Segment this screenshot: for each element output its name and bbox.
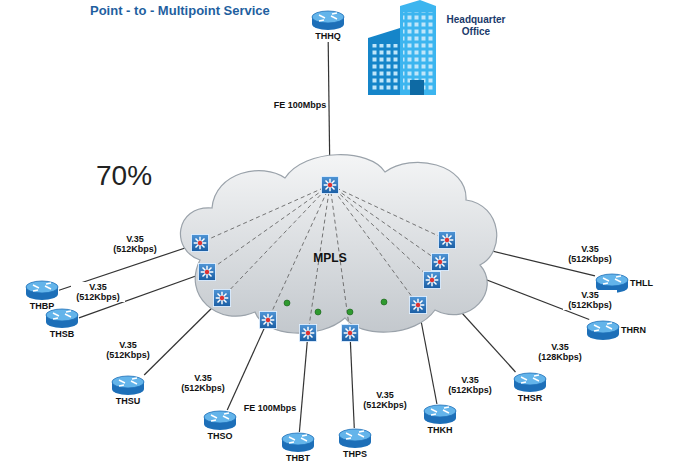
diagram-title: Point - to - Multipoint Service [90, 3, 270, 18]
headquarter-building [368, 0, 436, 95]
link-label: V.35 (512Kbps) [443, 375, 497, 395]
router-arrows [289, 435, 307, 443]
router-node: THRN [586, 320, 647, 341]
router-node: THBP [25, 280, 59, 312]
router-arrows [521, 375, 539, 383]
router-label: THSR [517, 393, 544, 404]
link-label: V.35 (128Kbps) [533, 342, 587, 362]
router-node: THSO [203, 410, 237, 442]
switch-icon [198, 263, 215, 280]
link-label: V.35 (512Kbps) [108, 234, 162, 254]
mpls-virtual-link [330, 185, 447, 240]
switch-icon [409, 296, 426, 313]
router-top [204, 411, 236, 423]
link-label: V.35 (512Kbps) [71, 282, 125, 302]
switch-icon [213, 289, 230, 306]
router-label: THKH [427, 425, 454, 436]
mpls-virtual-link [330, 185, 432, 280]
mpls-virtual-link [330, 185, 440, 262]
link-label: V.35 (512Kbps) [563, 290, 617, 310]
wan-link [299, 333, 308, 432]
green-dot [284, 300, 290, 306]
router-top [424, 405, 456, 417]
router-top [112, 376, 144, 388]
router-label: THLL [629, 278, 654, 289]
green-dot [315, 309, 321, 315]
router-arrows [319, 13, 337, 21]
router-arrows [33, 283, 51, 291]
link-label: V.35 (512Kbps) [176, 373, 230, 393]
router-icon [338, 428, 372, 449]
switch-icon [341, 324, 358, 341]
wan-link [144, 298, 222, 375]
wan-link [227, 320, 268, 410]
router-top [46, 309, 78, 321]
switch-icon [321, 176, 338, 193]
router-arrows [119, 378, 137, 386]
router-node: THBT [281, 432, 315, 464]
router-label: THRN [620, 325, 647, 336]
router-node: THSU [111, 375, 145, 407]
mpls-virtual-link [207, 185, 330, 272]
router-icon [423, 404, 457, 425]
cloud-outline [170, 150, 500, 345]
link-label: V.35 (512Kbps) [101, 340, 155, 360]
router-node: THHQ [311, 10, 345, 42]
link-label: FE 100Mbps [273, 100, 327, 110]
router-top [282, 433, 314, 445]
router-arrows [346, 431, 364, 439]
router-label: THHQ [314, 31, 342, 42]
router-top [312, 11, 344, 23]
cloud-label: MPLS [295, 251, 365, 265]
building-label: Headquarter Office [440, 14, 512, 38]
router-top [596, 274, 628, 286]
router-icon [513, 372, 547, 393]
router-label: THSO [206, 431, 233, 442]
switch-icon [259, 311, 276, 328]
router-node: THPS [338, 428, 372, 460]
mpls-virtual-link [222, 185, 330, 298]
mpls-cloud: MPLS [170, 150, 500, 345]
router-label: THSU [115, 396, 142, 407]
router-icon [111, 375, 145, 396]
switch-icon [431, 253, 448, 270]
cloud-shape [180, 155, 496, 333]
router-arrows [431, 407, 449, 415]
switch-icon [438, 231, 455, 248]
router-arrows [211, 413, 229, 421]
router-icon [25, 280, 59, 301]
wan-link [350, 333, 354, 428]
router-node: THSR [513, 372, 547, 404]
mpls-virtual-link [200, 185, 330, 243]
router-arrows [603, 276, 621, 284]
switch-icon [423, 271, 440, 288]
router-top [587, 321, 619, 333]
router-node: THSB [45, 308, 79, 340]
router-label: THPS [342, 449, 368, 460]
router-top [514, 373, 546, 385]
link-label: V.35 (512Kbps) [563, 244, 617, 264]
router-icon [311, 10, 345, 31]
green-dot [347, 309, 353, 315]
mpls-virtual-link [330, 185, 418, 305]
green-dot [381, 299, 387, 305]
switch-icon [299, 324, 316, 341]
router-icon [203, 410, 237, 431]
link-label: V.35 (512Kbps) [358, 390, 412, 410]
router-label: THSB [49, 329, 76, 340]
router-label: THBT [285, 453, 311, 464]
router-top [26, 281, 58, 293]
router-arrows [53, 311, 71, 319]
switch-icon [191, 234, 208, 251]
router-node: THKH [423, 404, 457, 436]
router-icon [45, 308, 79, 329]
router-top [339, 429, 371, 441]
percent-note: 70% [96, 160, 152, 192]
link-label: FE 100Mbps [243, 403, 297, 413]
router-icon [586, 320, 620, 341]
router-arrows [594, 323, 612, 331]
router-icon [281, 432, 315, 453]
